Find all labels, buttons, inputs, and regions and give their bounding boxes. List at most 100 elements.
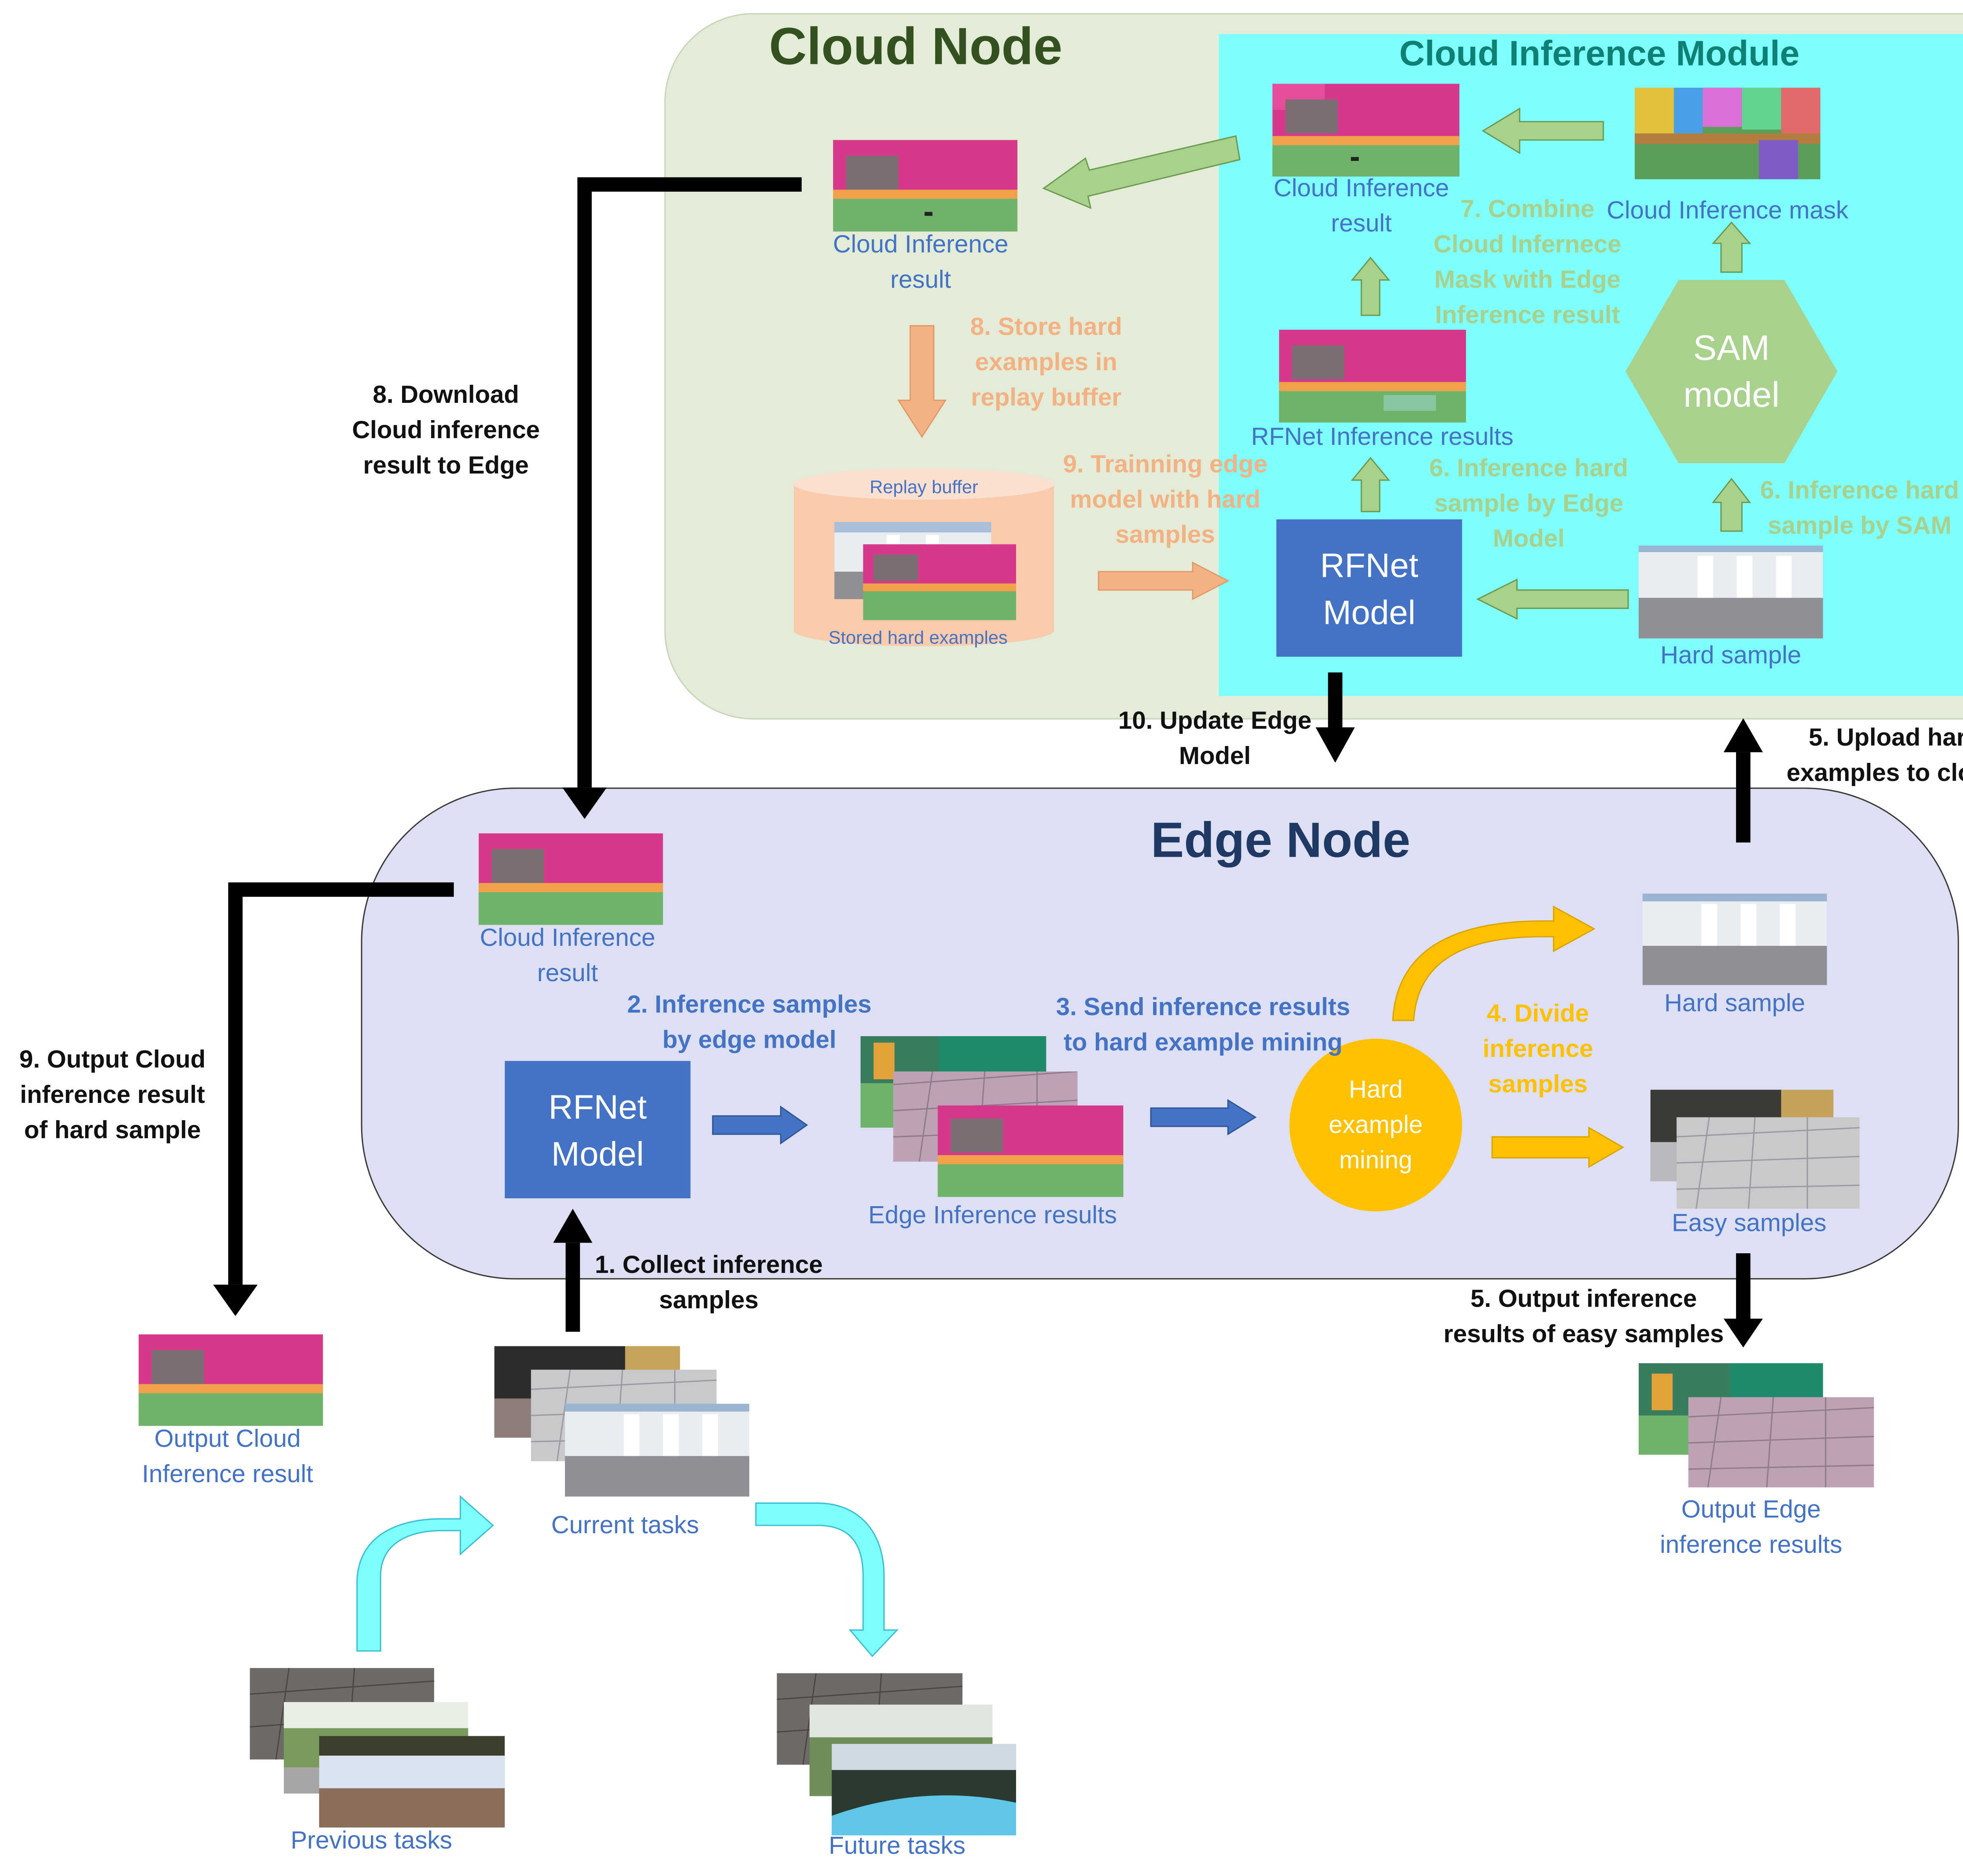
- rfnet-edge-model-line2: Model: [551, 1134, 644, 1173]
- step-7-line2: Cloud Infernece: [1433, 231, 1621, 259]
- cim-hard-sample-label: Hard sample: [1660, 642, 1801, 670]
- step-1-line2: samples: [659, 1287, 759, 1315]
- green-arrows: [1042, 107, 1751, 620]
- cim-rfnet-results-label: RFNet Inference results: [1251, 424, 1514, 452]
- step-10-line1: 10. Update Edge: [1118, 708, 1312, 735]
- arrowhead-download: [562, 787, 607, 819]
- yellow-arrows: [1392, 905, 1625, 1168]
- output-edge-thumbnail-2: [1688, 1397, 1874, 1488]
- replay-seg-thumbnail: [863, 544, 1016, 620]
- green-arrow-model-to-rfnetresult: [1351, 457, 1391, 512]
- green-arrow-mask-to-result: [1482, 107, 1604, 154]
- blue-arrow-model-to-results: [712, 1105, 808, 1145]
- step-2-line2: by edge model: [662, 1027, 837, 1055]
- step-10-line2: Model: [1179, 743, 1251, 771]
- step-4-line3: samples: [1488, 1071, 1588, 1099]
- output-cloud-label-line2: Inference result: [142, 1461, 313, 1489]
- step-8-store-line2: examples in: [975, 349, 1117, 377]
- step-9-train-line2: model with hard: [1070, 486, 1261, 514]
- step-6-sam-line2: sample by SAM: [1767, 513, 1952, 541]
- future-tasks-label: Future tasks: [828, 1832, 966, 1860]
- step-3-label: 3. Send inference results to hard exampl…: [1046, 990, 1360, 1061]
- green-arrow-result-to-cloud: [1042, 135, 1241, 209]
- edge-hard-sample-thumbnail: [1642, 893, 1827, 985]
- step-8-store-line3: replay buffer: [971, 384, 1122, 412]
- previous-task-thumbnail-3: [319, 1736, 505, 1828]
- green-arrow-hard-to-sam: [1712, 477, 1751, 532]
- step-1-line1: 1. Collect inference: [595, 1252, 823, 1280]
- step-7-line1: 7. Combine: [1460, 196, 1595, 224]
- step-6-sam-label: 6. Inference hard sample by SAM: [1747, 474, 1963, 544]
- step-9-train-line1: 9. Trainning edge: [1063, 451, 1268, 479]
- step-10-label: 10. Update Edge Model: [1106, 704, 1323, 775]
- blue-arrows: [712, 1099, 1257, 1145]
- sam-model-line2: model: [1683, 375, 1780, 415]
- future-task-thumbnail-3: [832, 1744, 1016, 1836]
- step-5-upload-label: 5. Upload hard examples to cloud: [1776, 721, 1963, 792]
- step-4-label: 4. Divide inference samples: [1471, 997, 1605, 1103]
- rfnet-cloud-model: RFNet Model: [1276, 519, 1462, 657]
- cloud-result-label: Cloud Inference result: [822, 228, 1019, 298]
- step-9-output-line1: 9. Output Cloud: [19, 1046, 206, 1074]
- edge-cloud-result-label-line2: result: [537, 960, 598, 988]
- yellow-arrow-to-hard: [1392, 905, 1596, 1021]
- step-4-line1: 4. Divide: [1487, 1000, 1589, 1028]
- output-cloud-label-line1: Output Cloud: [154, 1426, 301, 1454]
- yellow-arrow-to-easy: [1491, 1126, 1625, 1168]
- replay-buffer-label: Replay buffer: [870, 476, 978, 497]
- step-6-edge-label: 6. Inference hard sample by Edge Model: [1418, 452, 1640, 558]
- step-4-line2: inference: [1482, 1036, 1593, 1064]
- rfnet-edge-model: RFNet Model: [504, 1061, 691, 1199]
- output-edge-label: Output Edge inference results: [1647, 1493, 1856, 1563]
- edge-result-thumbnail-3: [938, 1105, 1124, 1197]
- arrowhead-collect: [553, 1209, 592, 1243]
- cim-mask-label: Cloud Inference mask: [1607, 197, 1849, 225]
- green-arrow-rfnet-to-cimresult: [1351, 256, 1391, 316]
- orange-arrows: [897, 325, 1230, 600]
- step-9-train-line3: samples: [1115, 522, 1215, 550]
- previous-tasks-label: Previous tasks: [291, 1827, 452, 1855]
- step-2-line1: 2. Inference samples: [627, 991, 872, 1019]
- cim-hard-sample-thumbnail: [1638, 545, 1823, 638]
- step-8-download-line3: result to Edge: [363, 452, 529, 480]
- cloud-result-label-line2: result: [890, 267, 951, 294]
- arrowhead-upload: [1724, 718, 1763, 752]
- output-cloud-thumbnail: [139, 1334, 323, 1426]
- edge-cloud-result-label: Cloud Inference result: [470, 921, 666, 992]
- step-3-line2: to hard example mining: [1064, 1029, 1343, 1057]
- edge-cloud-result-label-line1: Cloud Inference: [480, 925, 656, 953]
- black-connectors: [228, 177, 1751, 1332]
- cloud-inference-module-title: Cloud Inference Module: [1399, 34, 1800, 73]
- cyan-arrow-current-to-future: [755, 1502, 899, 1657]
- edge-node-title: Edge Node: [1151, 814, 1411, 869]
- step-7-line4: Inference result: [1435, 302, 1620, 330]
- step-9-output-label: 9. Output Cloud inference result of hard…: [8, 1043, 217, 1149]
- arrowhead-update: [1315, 727, 1355, 763]
- step-3-line1: 3. Send inference results: [1056, 994, 1351, 1022]
- blue-arrow-results-to-mining: [1150, 1099, 1257, 1135]
- step-8-download-label: 8. Download Cloud inference result to Ed…: [343, 378, 549, 484]
- rfnet-cloud-model-line2: Model: [1323, 592, 1416, 631]
- step-1-label: 1. Collect inference samples: [576, 1248, 843, 1319]
- rfnet-cloud-model-line1: RFNet: [1320, 545, 1418, 584]
- cyan-arrows: [356, 1495, 899, 1657]
- black-connector-download: [577, 177, 802, 788]
- step-8-download-line2: Cloud inference: [352, 417, 540, 445]
- step-6-edge-line1: 6. Inference hard: [1429, 455, 1629, 483]
- green-arrow-hard-to-model: [1476, 578, 1629, 620]
- step-5-output-line1: 5. Output inference: [1470, 1286, 1697, 1314]
- output-cloud-label: Output Cloud Inference result: [123, 1422, 332, 1493]
- output-edge-label-line2: inference results: [1660, 1532, 1842, 1560]
- sam-model-line1: SAM: [1693, 328, 1770, 368]
- hard-example-mining-line1: Hard: [1349, 1076, 1403, 1104]
- edge-cloud-result-thumbnail: [479, 833, 663, 925]
- cim-cloud-result-thumbnail: [1272, 84, 1460, 177]
- easy-sample-thumbnail-2: [1676, 1117, 1860, 1209]
- step-8-store-line1: 8. Store hard: [970, 314, 1122, 342]
- cim-rfnet-result-thumbnail: [1279, 329, 1466, 423]
- cyan-arrow-previous-to-current: [356, 1495, 494, 1652]
- step-5-upload-line1: 5. Upload hard: [1808, 724, 1963, 752]
- cim-cloud-result-label-line1: Cloud Inference: [1274, 175, 1449, 203]
- cim-cloud-result-label-line2: result: [1331, 210, 1392, 238]
